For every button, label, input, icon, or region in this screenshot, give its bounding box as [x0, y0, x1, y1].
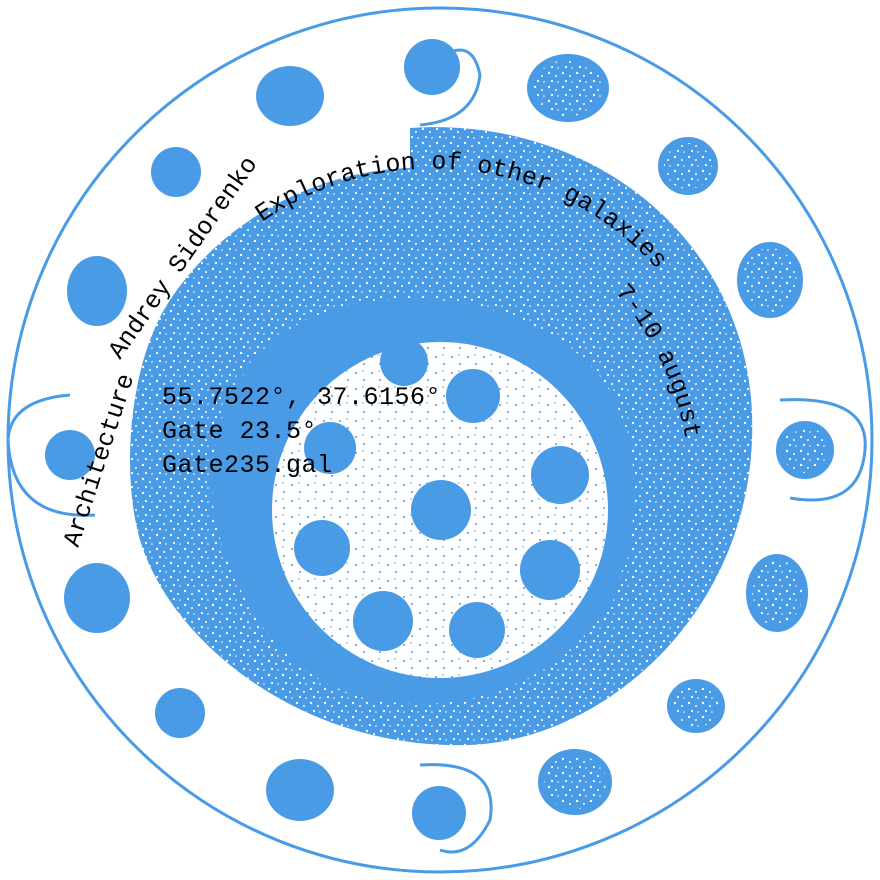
rim-planet	[538, 749, 612, 815]
gate-label: Gate 23.5°	[162, 417, 318, 446]
core-planet	[380, 338, 428, 386]
rim-planet	[527, 54, 609, 122]
core-planet	[411, 480, 471, 540]
rim-planet	[45, 430, 95, 480]
rim-planet	[67, 256, 127, 326]
rim-loop-left	[6, 393, 96, 517]
rim-planet	[658, 137, 718, 195]
rim-loop-right	[779, 398, 867, 502]
filename-label: Gate235.gal	[162, 451, 333, 480]
core-planet	[449, 602, 505, 658]
coordinates-label: 55.7522°, 37.6156°	[162, 383, 442, 412]
rim-planet	[667, 679, 725, 733]
rim-loop-bottom	[419, 763, 493, 854]
rim-planet	[155, 688, 205, 738]
core-planet	[446, 369, 500, 423]
core-planet	[520, 540, 580, 600]
info-block: 55.7522°, 37.6156° Gate 23.5° Gate235.ga…	[162, 381, 441, 483]
rim-planet	[64, 563, 130, 633]
rim-planet	[746, 554, 808, 632]
rim-planet	[404, 39, 460, 95]
core-planet	[304, 422, 356, 474]
rim-planet	[151, 147, 201, 197]
core-planet	[353, 591, 413, 651]
core-planet	[294, 520, 350, 576]
rim-planet	[266, 759, 334, 821]
rim-planet	[737, 242, 803, 318]
rim-planet	[256, 66, 324, 126]
rim-planet	[776, 421, 834, 479]
core-planet	[531, 446, 589, 504]
rim-planet	[412, 786, 466, 840]
